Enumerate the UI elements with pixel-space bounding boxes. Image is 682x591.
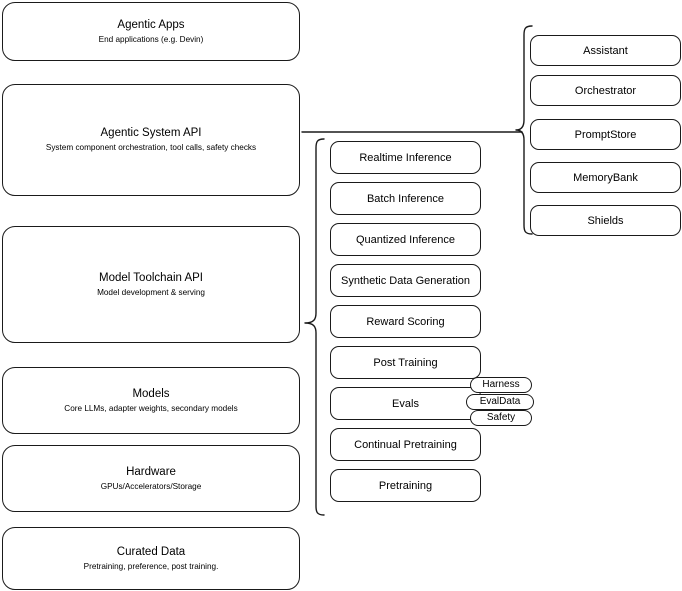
capability-box-post-training[interactable]: Post Training [330,346,481,379]
evals-badge-label: Safety [486,412,516,423]
capability-box-batch-inference[interactable]: Batch Inference [330,182,481,215]
component-box-assistant[interactable]: Assistant [530,35,681,66]
component-box-orchestrator[interactable]: Orchestrator [530,75,681,106]
capability-box-quantized-inference[interactable]: Quantized Inference [330,223,481,256]
component-label: Orchestrator [574,84,637,97]
layer-subtitle: End applications (e.g. Devin) [98,34,204,44]
capability-label: Batch Inference [366,192,445,205]
capability-box-evals[interactable]: Evals [330,387,481,420]
component-box-promptstore[interactable]: PromptStore [530,119,681,150]
layer-card-hardware[interactable]: Hardware GPUs/Accelerators/Storage [2,445,300,512]
layer-subtitle: Pretraining, preference, post training. [83,561,219,571]
capability-label: Evals [392,397,419,410]
layer-subtitle: GPUs/Accelerators/Storage [100,481,202,491]
component-box-shields[interactable]: Shields [530,205,681,236]
layer-subtitle: System component orchestration, tool cal… [45,143,257,152]
capability-label: Quantized Inference [355,233,456,246]
layer-card-curated-data[interactable]: Curated Data Pretraining, preference, po… [2,527,300,590]
evals-badge-label: EvalData [479,396,521,407]
capability-box-continual-pretraining[interactable]: Continual Pretraining [330,428,481,461]
component-label: Assistant [583,44,628,57]
capability-label: Synthetic Data Generation [340,274,471,287]
evals-badge-label: Harness [482,379,520,390]
capability-label: Reward Scoring [366,315,445,328]
layer-title: Agentic Apps [117,18,185,31]
component-box-memorybank[interactable]: MemoryBank [530,162,681,193]
component-label: MemoryBank [573,171,638,184]
component-label: PromptStore [574,128,637,141]
layer-title: Model Toolchain API [99,271,203,284]
capability-label: Post Training [373,356,438,369]
capability-box-synthetic-data-generation[interactable]: Synthetic Data Generation [330,264,481,297]
capability-box-pretraining[interactable]: Pretraining [330,469,481,502]
layer-title: Agentic System API [100,127,202,139]
capability-label: Realtime Inference [359,151,452,164]
layer-subtitle: Model development & serving [97,287,205,297]
connector-line-system-api-to-components [300,124,524,142]
layer-title: Curated Data [116,545,186,558]
brace-toolchain-capabilities [302,137,328,519]
evals-badge-safety[interactable]: Safety [470,410,532,426]
capability-label: Continual Pretraining [354,438,457,451]
component-label: Shields [587,214,624,227]
capability-box-realtime-inference[interactable]: Realtime Inference [330,141,481,174]
evals-badge-evaldata[interactable]: EvalData [466,394,534,410]
brace-system-components [514,24,536,236]
layer-card-model-toolchain-api[interactable]: Model Toolchain API Model development & … [2,226,300,343]
layer-card-models[interactable]: Models Core LLMs, adapter weights, secon… [2,367,300,434]
layer-title: Models [132,387,170,400]
layer-subtitle: Core LLMs, adapter weights, secondary mo… [64,403,238,413]
layer-title: Hardware [126,465,176,478]
evals-badge-harness[interactable]: Harness [470,377,532,393]
capability-box-reward-scoring[interactable]: Reward Scoring [330,305,481,338]
capability-label: Pretraining [378,479,433,492]
layer-card-agentic-system-api[interactable]: Agentic System API System component orch… [2,84,300,196]
layer-card-agentic-apps[interactable]: Agentic Apps End applications (e.g. Devi… [2,2,300,61]
